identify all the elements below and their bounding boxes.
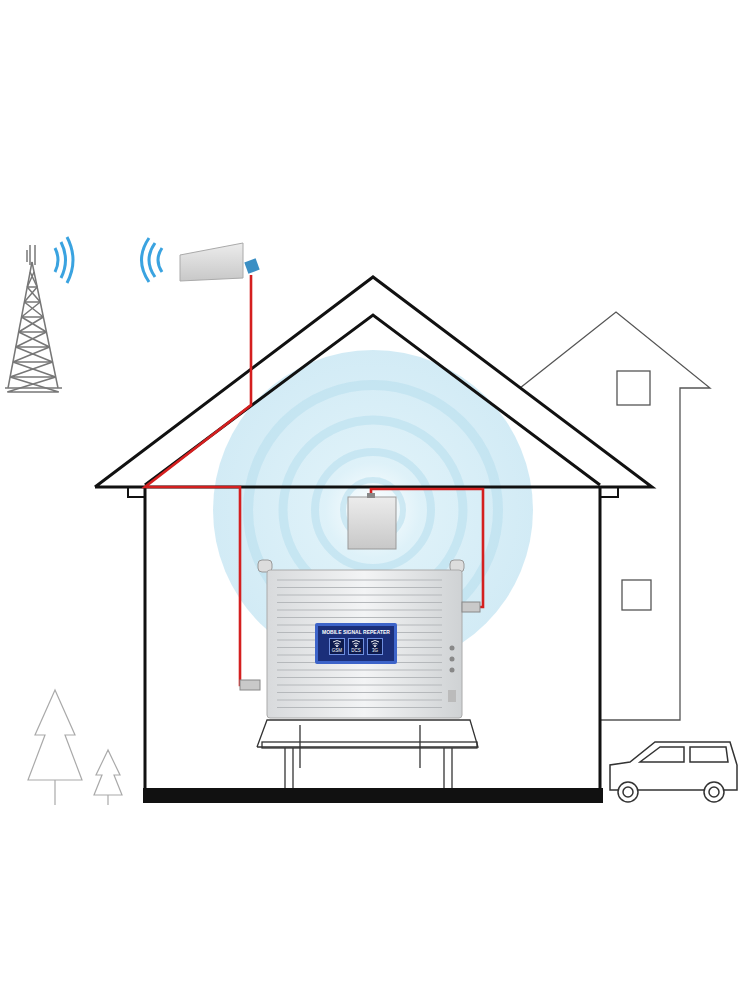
fin (277, 602, 442, 603)
fin (277, 685, 442, 686)
truss-strut (10, 362, 56, 377)
fin (277, 610, 442, 611)
car (610, 742, 737, 802)
fin (392, 640, 442, 641)
fin (392, 662, 442, 663)
channel-cell: GSM (329, 638, 345, 655)
fin (392, 625, 442, 626)
channel-label: DCS (351, 648, 361, 653)
channel-label: 3G (372, 648, 378, 653)
house-outline (95, 277, 652, 800)
fin (277, 692, 442, 693)
fin (392, 655, 442, 656)
fin (392, 632, 442, 633)
channel-cell: 3G (367, 638, 383, 655)
neighbour-house (520, 312, 710, 720)
table (257, 720, 478, 788)
fin (277, 655, 320, 656)
truss-strut (16, 332, 50, 347)
fin (277, 632, 320, 633)
fin (277, 617, 442, 618)
panel-title: MOBILE SIGNAL REPEATER (322, 629, 390, 635)
truss-strut (24, 287, 40, 302)
truss-strut (13, 347, 53, 362)
channel-label: GSM (332, 648, 342, 653)
fin (277, 670, 442, 671)
trees (28, 690, 122, 805)
fin (392, 647, 442, 648)
fin (277, 700, 442, 701)
signal-icon (332, 640, 342, 648)
fin (277, 587, 442, 588)
display-panel: MOBILE SIGNAL REPEATER GSM DCS 3G (315, 623, 397, 664)
fin (277, 647, 320, 648)
repeater-unit (240, 560, 480, 718)
signal-icon (351, 640, 361, 648)
fin (277, 640, 320, 641)
channel-cell: DCS (348, 638, 364, 655)
fin (277, 662, 320, 663)
truss-strut (19, 317, 47, 332)
signal-icon (370, 640, 380, 648)
floor (143, 788, 603, 803)
truss-strut (7, 377, 59, 392)
truss-strut (27, 272, 37, 287)
outdoor-antenna (142, 238, 260, 282)
fin (277, 707, 442, 708)
cell-tower (5, 237, 73, 392)
fin (277, 625, 320, 626)
fin (277, 595, 442, 596)
truss-strut (22, 302, 44, 317)
fin (277, 677, 442, 678)
indoor-antenna (348, 493, 396, 549)
fin (277, 580, 442, 581)
channel-row: GSM DCS 3G (329, 638, 383, 655)
